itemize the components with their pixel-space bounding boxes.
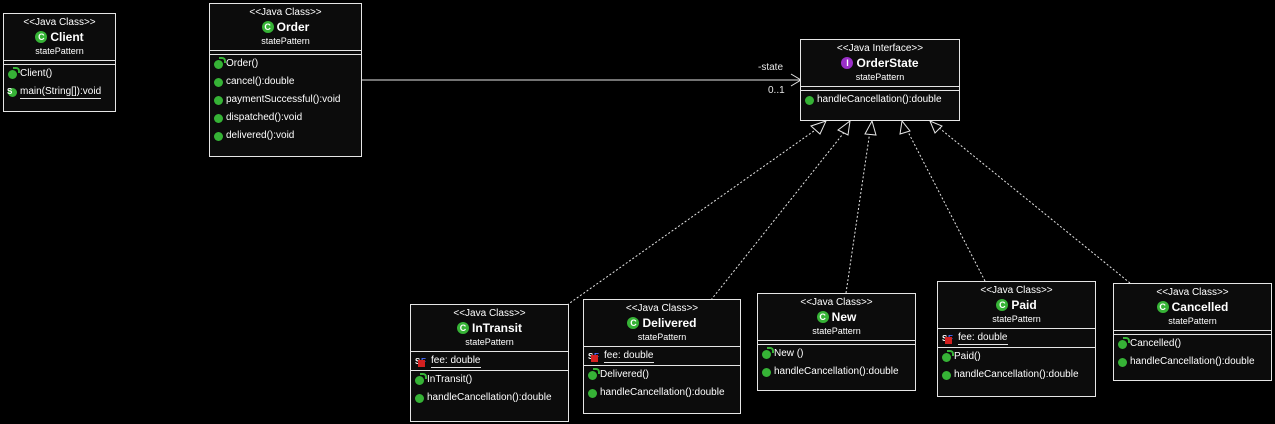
package-name: statePattern bbox=[465, 337, 514, 347]
method-row[interactable]: dispatched():void bbox=[210, 109, 361, 127]
realization-line-cancelled bbox=[937, 126, 1131, 284]
realization-arrowhead-delivered bbox=[837, 119, 851, 136]
constructor-icon bbox=[762, 346, 774, 359]
package-name: statePattern bbox=[35, 46, 84, 56]
public-method-icon bbox=[588, 388, 597, 398]
public-method-icon bbox=[762, 367, 771, 377]
package-name: statePattern bbox=[812, 326, 861, 336]
method-row[interactable]: handleCancellation():double bbox=[411, 389, 568, 407]
public-method-icon bbox=[214, 131, 223, 141]
public-method-icon bbox=[214, 77, 223, 87]
field-row[interactable]: SFfee: double bbox=[584, 347, 740, 365]
package-name: statePattern bbox=[855, 72, 905, 82]
method-row[interactable]: Client() bbox=[4, 65, 115, 83]
static-final-field-icon: SF bbox=[942, 331, 956, 345]
class-name: Delivered bbox=[642, 316, 697, 330]
class-icon: C bbox=[261, 21, 274, 33]
realization-arrowhead-intransit bbox=[810, 120, 827, 135]
method-row[interactable]: paymentSuccessful():void bbox=[210, 91, 361, 109]
method-row[interactable]: handleCancellation():double bbox=[584, 384, 740, 402]
static-final-field-icon: SF bbox=[415, 354, 429, 368]
method-row[interactable]: handleCancellation():double bbox=[1114, 353, 1271, 371]
association-role-label: -state bbox=[758, 62, 784, 73]
stereotype: <<Java Class>> bbox=[453, 308, 526, 319]
class-icon: C bbox=[35, 31, 48, 43]
interface-icon: I bbox=[841, 57, 854, 69]
method-row[interactable]: Paid() bbox=[938, 348, 1095, 366]
method-row[interactable]: Order() bbox=[210, 55, 361, 73]
class-name: Order bbox=[276, 20, 310, 34]
class-name: Paid bbox=[1011, 298, 1037, 312]
package-name: statePattern bbox=[637, 332, 687, 342]
realization-arrowhead-cancelled bbox=[929, 120, 943, 134]
field-row[interactable]: SFfee: double bbox=[938, 329, 1095, 347]
package-name: statePattern bbox=[992, 314, 1041, 324]
realization-arrowhead-paid bbox=[899, 119, 911, 135]
class-icon: C bbox=[816, 311, 829, 323]
constructor-icon bbox=[1118, 336, 1130, 349]
method-row[interactable]: handleCancellation():double bbox=[938, 366, 1095, 384]
method-row[interactable]: New () bbox=[758, 345, 915, 363]
public-method-icon bbox=[214, 113, 223, 123]
field-row[interactable]: SFfee: double bbox=[411, 352, 568, 370]
class-name: Client bbox=[50, 30, 84, 44]
method-row[interactable]: handleCancellation():double bbox=[758, 363, 915, 381]
class-icon: C bbox=[996, 299, 1009, 311]
constructor-icon bbox=[214, 56, 226, 69]
method-row[interactable]: Cancelled() bbox=[1114, 335, 1271, 353]
stereotype: <<Java Class>> bbox=[1156, 287, 1229, 298]
method-row[interactable]: InTransit() bbox=[411, 371, 568, 389]
realization-arrowhead-new bbox=[864, 119, 877, 136]
package-name: statePattern bbox=[1168, 316, 1217, 326]
method-row[interactable]: cancel():double bbox=[210, 73, 361, 91]
class-name: New bbox=[831, 310, 857, 324]
realization-line-delivered bbox=[710, 129, 847, 301]
static-method-icon: S bbox=[7, 87, 17, 97]
constructor-icon bbox=[8, 66, 20, 79]
public-method-icon bbox=[415, 393, 424, 403]
interface-name: OrderState bbox=[856, 56, 919, 70]
class-name: Cancelled bbox=[1171, 300, 1229, 314]
stereotype: <<Java Class>> bbox=[249, 7, 322, 18]
public-method-icon bbox=[805, 95, 814, 105]
constructor-icon bbox=[415, 372, 427, 385]
class-name: InTransit bbox=[471, 321, 522, 335]
stereotype: <<Java Class>> bbox=[23, 17, 96, 28]
realization-line-paid bbox=[905, 127, 986, 282]
public-method-icon bbox=[1118, 357, 1127, 367]
class-icon: C bbox=[456, 322, 469, 334]
stereotype: <<Java Interface>> bbox=[836, 43, 924, 54]
association-multiplicity-label: 0..1 bbox=[768, 85, 785, 96]
class-icon: C bbox=[1156, 301, 1169, 313]
stereotype: <<Java Class>> bbox=[800, 297, 873, 308]
method-row[interactable]: Delivered() bbox=[584, 366, 740, 384]
stereotype: <<Java Class>> bbox=[625, 303, 699, 314]
static-final-field-icon: SF bbox=[588, 349, 602, 363]
realization-line-new bbox=[845, 130, 871, 294]
stereotype: <<Java Class>> bbox=[980, 285, 1053, 296]
public-method-icon bbox=[942, 370, 951, 380]
class-icon: C bbox=[627, 317, 640, 329]
package-name: statePattern bbox=[261, 36, 310, 46]
constructor-icon bbox=[588, 367, 600, 380]
realization-line-intransit bbox=[566, 125, 822, 306]
public-method-icon bbox=[214, 95, 223, 105]
method-row[interactable]: handleCancellation():double bbox=[801, 91, 959, 109]
constructor-icon bbox=[942, 349, 954, 362]
method-row[interactable]: delivered():void bbox=[210, 127, 361, 145]
